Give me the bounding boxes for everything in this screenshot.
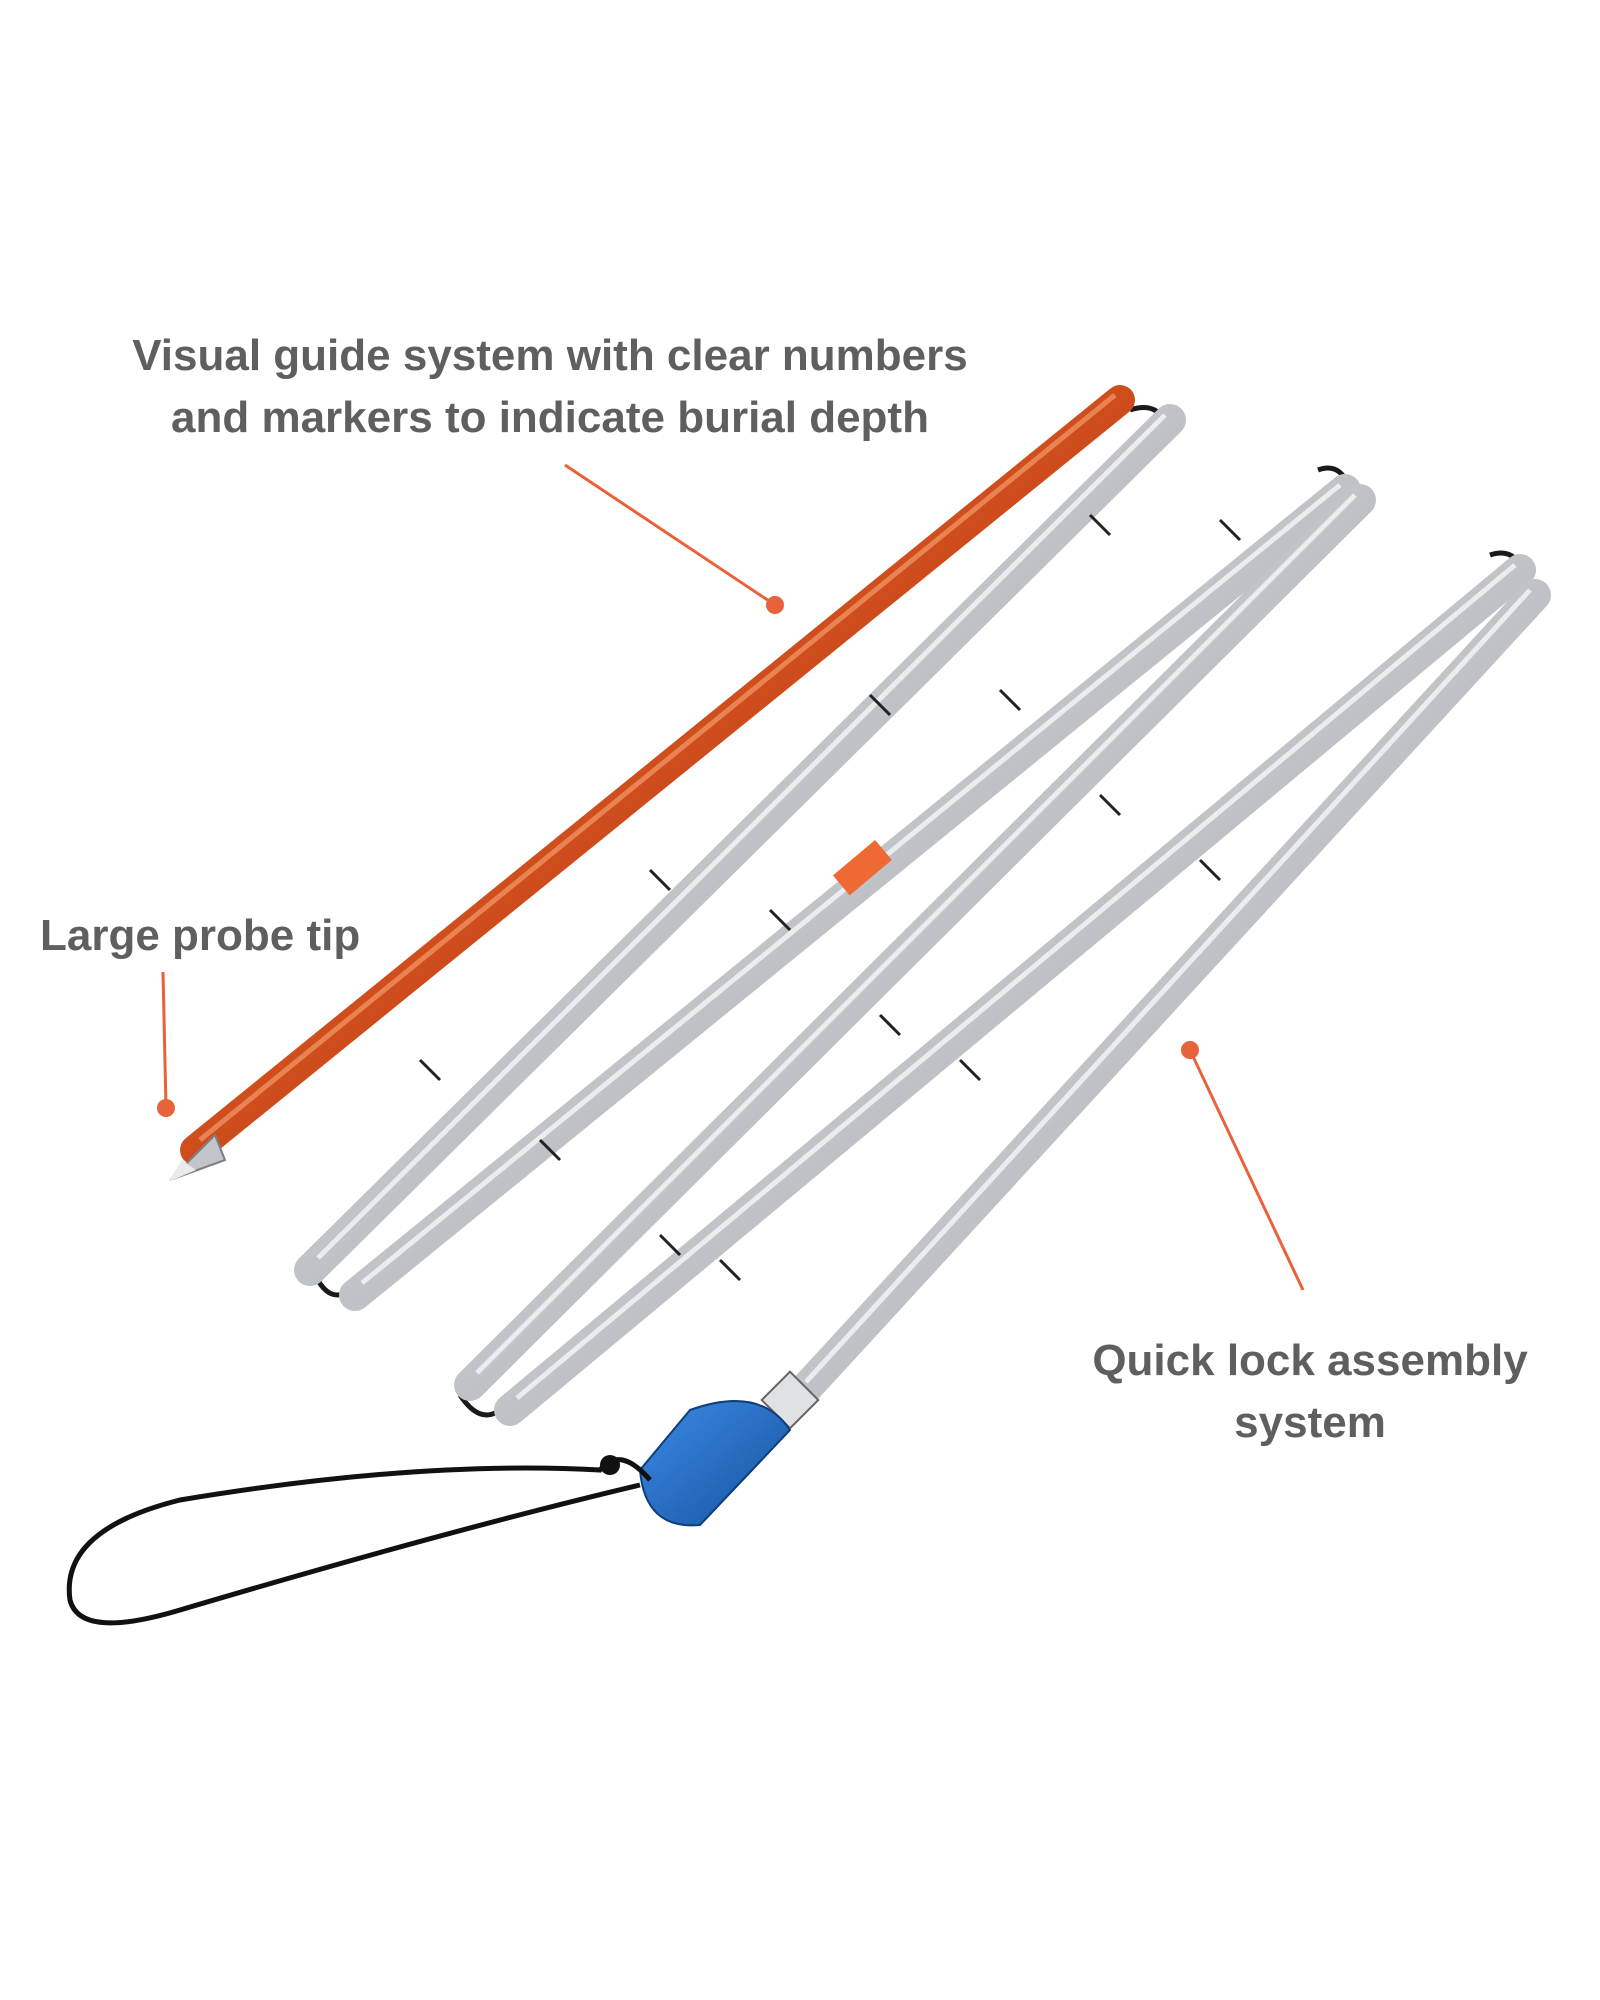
depth-markers xyxy=(418,513,1242,1282)
silver-segment-4 xyxy=(494,554,1536,1426)
orange-depth-band xyxy=(832,840,892,896)
pointer-line-tip xyxy=(161,971,168,1109)
callout-visual-guide-line2: and markers to indicate burial depth xyxy=(171,393,929,442)
silver-segment-3 xyxy=(454,484,1376,1401)
callout-probe-tip-line1: Large probe tip xyxy=(40,911,361,960)
pointer-dot-guide xyxy=(766,596,784,614)
callout-visual-guide: Visual guide system with clear numbers a… xyxy=(80,325,1020,449)
pointer-line-lock xyxy=(1188,1049,1305,1291)
callout-quick-lock: Quick lock assembly system xyxy=(1060,1330,1560,1454)
orange-tip-segment xyxy=(180,385,1135,1165)
pointer-dot-lock xyxy=(1181,1041,1199,1059)
callout-quick-lock-line2: system xyxy=(1234,1398,1386,1447)
pointer-line-guide xyxy=(564,463,776,607)
callout-quick-lock-line1: Quick lock assembly xyxy=(1092,1336,1528,1385)
callout-visual-guide-line1: Visual guide system with clear numbers xyxy=(132,331,968,380)
cord-knot xyxy=(600,1455,620,1475)
silver-segment-5 xyxy=(784,579,1551,1411)
wrist-loop-cord xyxy=(66,1457,652,1626)
pointer-dot-tip xyxy=(157,1099,175,1117)
silver-segment-1 xyxy=(294,404,1186,1286)
blue-handle xyxy=(638,1400,792,1527)
callout-probe-tip: Large probe tip xyxy=(40,905,390,967)
